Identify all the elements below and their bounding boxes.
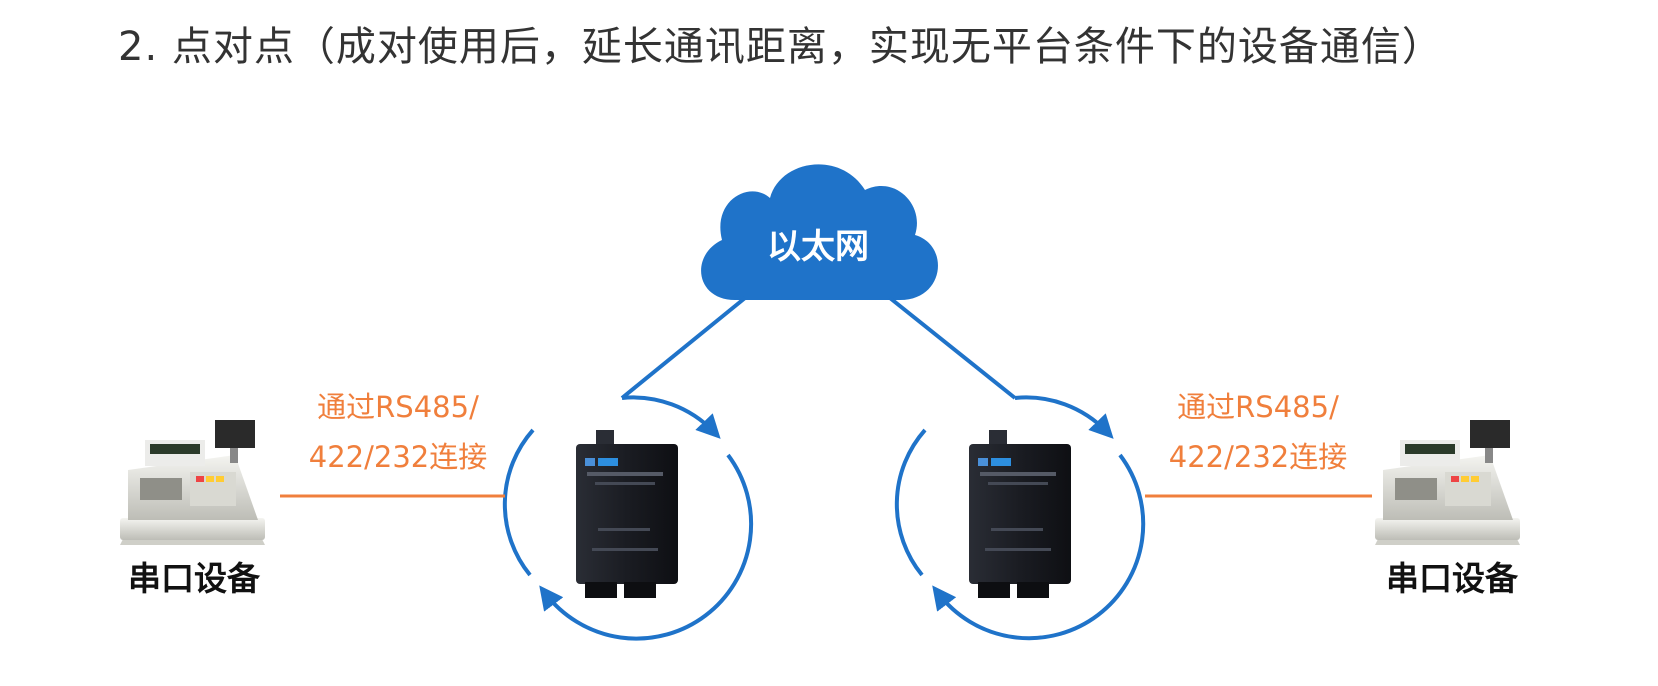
left-converter-device-icon: [576, 430, 678, 598]
cloud-label: 以太网: [767, 227, 869, 267]
right-converter-device-icon: [969, 430, 1071, 598]
right-device-label: 串口设备: [1386, 559, 1519, 598]
right-connection-label-line2: 422/232连接: [1169, 440, 1347, 474]
left-connection-label-line1: 通过RS485/: [317, 390, 479, 424]
left-cycle-arrows: [502, 395, 754, 641]
left-network-link: [620, 296, 747, 400]
right-cycle-arrows: [894, 395, 1146, 641]
right-connection-label-line1: 通过RS485/: [1177, 390, 1339, 424]
page-title: 2. 点对点（成对使用后，延长通讯距离，实现无平台条件下的设备通信）: [118, 24, 1443, 70]
right-cash-register-icon: [1375, 420, 1520, 545]
left-cash-register-icon: [120, 420, 265, 545]
ethernet-cloud-icon: [701, 164, 938, 300]
right-network-link: [888, 296, 1017, 400]
left-device-label: 串口设备: [128, 559, 261, 598]
left-connection-label-line2: 422/232连接: [309, 440, 487, 474]
